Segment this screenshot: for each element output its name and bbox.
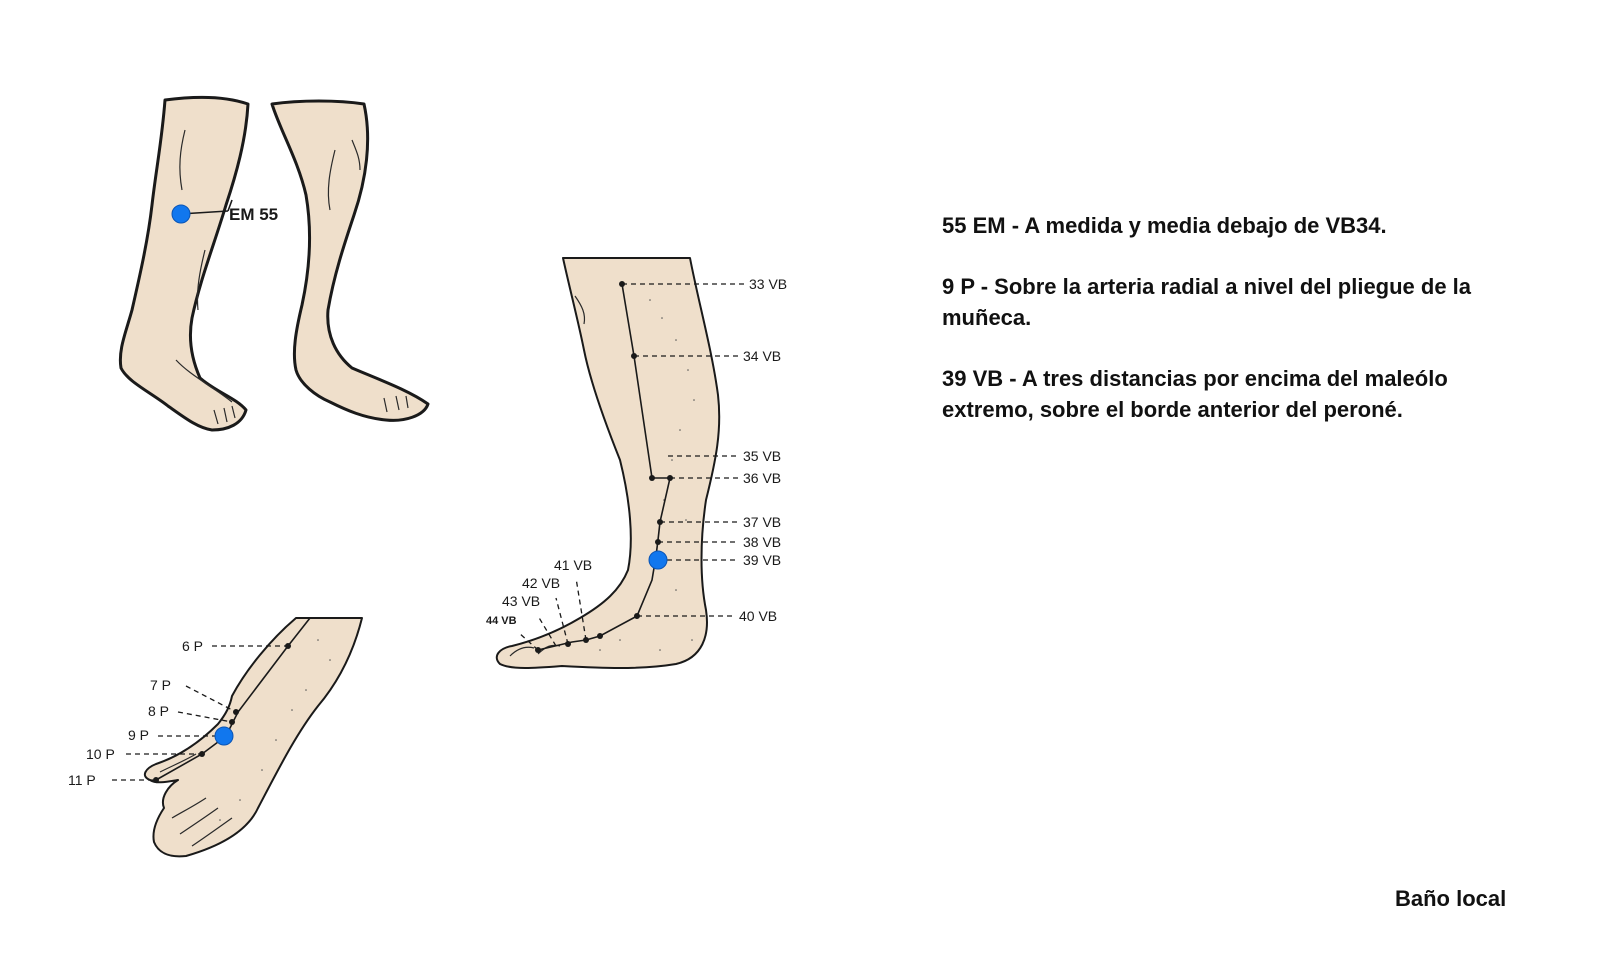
label-42vb: 42 VB bbox=[522, 575, 560, 591]
label-10p: 10 P bbox=[86, 746, 115, 762]
label-11p: 11 P bbox=[68, 772, 96, 788]
forearm-and-hand bbox=[143, 617, 363, 858]
label-41vb: 41 VB bbox=[554, 557, 592, 573]
left-leg bbox=[118, 95, 250, 432]
label-37vb: 37 VB bbox=[743, 514, 781, 530]
label-39vb: 39 VB bbox=[743, 552, 781, 568]
label-8p: 8 P bbox=[148, 703, 169, 719]
arm-hand-figure: 6 P 7 P 8 P 9 P 10 P 11 P bbox=[68, 617, 363, 858]
point-descriptions: 55 EM - A medida y media debajo de VB34.… bbox=[942, 210, 1542, 455]
label-9p: 9 P bbox=[128, 727, 149, 743]
vb39-highlight-point bbox=[648, 550, 668, 570]
note-em55: 55 EM - A medida y media debajo de VB34. bbox=[942, 213, 1387, 238]
label-33vb: 33 VB bbox=[749, 276, 787, 292]
label-7p: 7 P bbox=[150, 677, 171, 693]
note-p9: 9 P - Sobre la arteria radial a nivel de… bbox=[942, 274, 1472, 330]
legs-pair-figure: EM 55 bbox=[118, 95, 430, 432]
label-6p: 6 P bbox=[182, 638, 203, 654]
leg-side-figure: 33 VB 34 VB 35 VB 36 VB 37 VB 38 VB 39 V… bbox=[486, 257, 787, 669]
right-leg bbox=[270, 99, 430, 422]
em55-highlight-point bbox=[171, 204, 191, 224]
footer-caption: Baño local bbox=[1395, 886, 1507, 911]
label-43vb: 43 VB bbox=[502, 593, 540, 609]
label-34vb: 34 VB bbox=[743, 348, 781, 364]
p9-highlight-point bbox=[214, 726, 234, 746]
label-40vb: 40 VB bbox=[739, 608, 777, 624]
label-44vb: 44 VB bbox=[486, 615, 517, 627]
note-vb39: 39 VB - A tres distancias por encima del… bbox=[942, 366, 1448, 422]
label-36vb: 36 VB bbox=[743, 470, 781, 486]
label-38vb: 38 VB bbox=[743, 534, 781, 550]
label-35vb: 35 VB bbox=[743, 448, 781, 464]
em55-label: EM 55 bbox=[229, 205, 278, 224]
